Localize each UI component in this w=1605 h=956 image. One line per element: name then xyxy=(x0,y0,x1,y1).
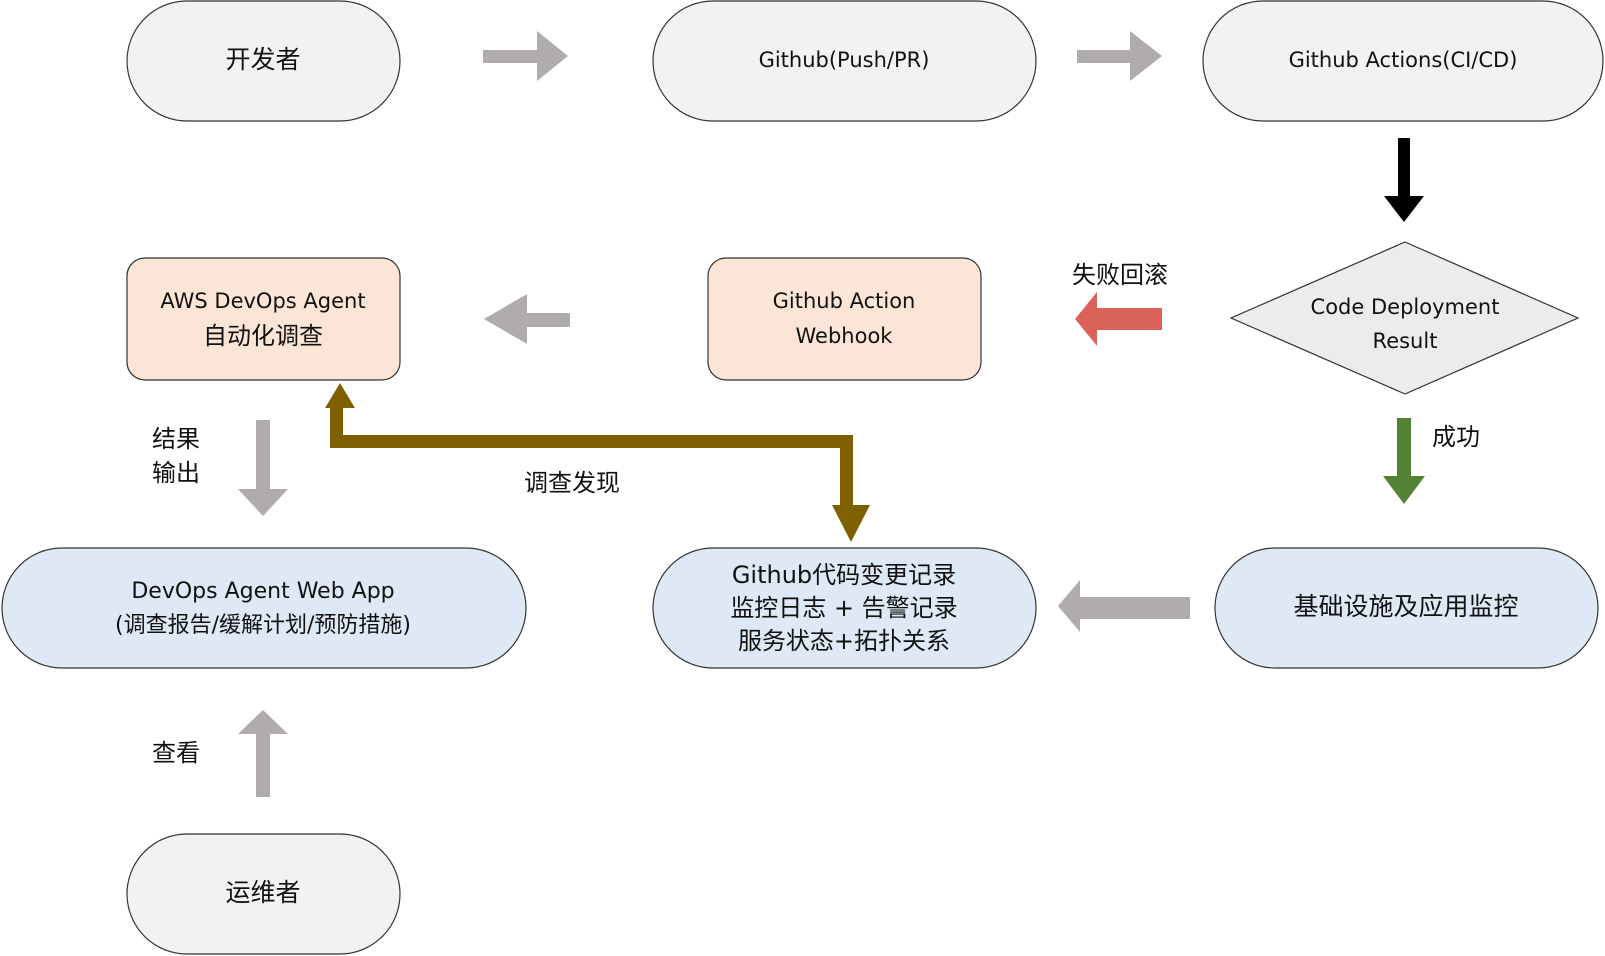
node-devops-agent-line1: AWS DevOps Agent xyxy=(160,289,365,313)
node-web-app-line1: DevOps Agent Web App xyxy=(131,579,394,604)
node-developer-label: 开发者 xyxy=(225,45,300,74)
arrow-agent-to-webapp xyxy=(238,420,288,516)
node-evidence-line1: Github代码变更记录 xyxy=(732,561,956,589)
node-web-app-line2: (调查报告/缓解计划/预防措施) xyxy=(115,613,411,638)
node-deploy-result[interactable]: Code Deployment Result xyxy=(1229,241,1580,395)
node-evidence-line2: 监控日志 + 告警记录 xyxy=(730,594,957,622)
node-webhook-line2: Webhook xyxy=(796,324,894,348)
node-webhook-line1: Github Action xyxy=(773,289,916,313)
label-investigation-findings: 调查发现 xyxy=(524,469,620,497)
label-view: 查看 xyxy=(152,739,200,767)
node-evidence[interactable]: Github代码变更记录 监控日志 + 告警记录 服务状态+拓扑关系 xyxy=(652,547,1037,669)
arrow-rollback xyxy=(1075,292,1162,346)
node-operator[interactable]: 运维者 xyxy=(126,833,401,955)
arrow-github-to-actions xyxy=(1077,31,1162,81)
arrow-webhook-to-agent xyxy=(484,294,570,344)
node-devops-agent-line2: 自动化调查 xyxy=(203,322,323,350)
arrow-investigation-findings xyxy=(325,383,870,542)
arrow-operator-to-webapp xyxy=(238,710,288,797)
node-deploy-result-line1: Code Deployment xyxy=(1311,295,1500,319)
label-result-output-2: 输出 xyxy=(152,459,200,487)
label-result-output-1: 结果 xyxy=(152,425,200,453)
node-devops-agent[interactable]: AWS DevOps Agent 自动化调查 xyxy=(126,257,401,381)
label-success: 成功 xyxy=(1432,423,1480,451)
node-deploy-result-line2: Result xyxy=(1373,329,1438,353)
node-github-actions[interactable]: Github Actions(CI/CD) xyxy=(1202,0,1604,122)
node-github-push[interactable]: Github(Push/PR) xyxy=(652,0,1037,122)
arrow-dev-to-github xyxy=(483,31,568,81)
label-rollback: 失败回滚 xyxy=(1072,261,1168,289)
node-infra-monitor[interactable]: 基础设施及应用监控 xyxy=(1214,547,1599,669)
node-evidence-line3: 服务状态+拓扑关系 xyxy=(738,627,950,655)
node-operator-label: 运维者 xyxy=(225,878,300,907)
node-web-app[interactable]: DevOps Agent Web App (调查报告/缓解计划/预防措施) xyxy=(1,547,527,669)
node-developer[interactable]: 开发者 xyxy=(126,0,401,122)
arrow-success xyxy=(1383,418,1425,504)
arrow-actions-to-result xyxy=(1384,138,1424,222)
node-github-actions-label: Github Actions(CI/CD) xyxy=(1289,48,1518,72)
arrow-monitor-to-evidence xyxy=(1058,580,1190,632)
node-infra-monitor-label: 基础设施及应用监控 xyxy=(1293,592,1518,621)
node-webhook[interactable]: Github Action Webhook xyxy=(707,257,982,381)
node-github-push-label: Github(Push/PR) xyxy=(759,48,930,72)
